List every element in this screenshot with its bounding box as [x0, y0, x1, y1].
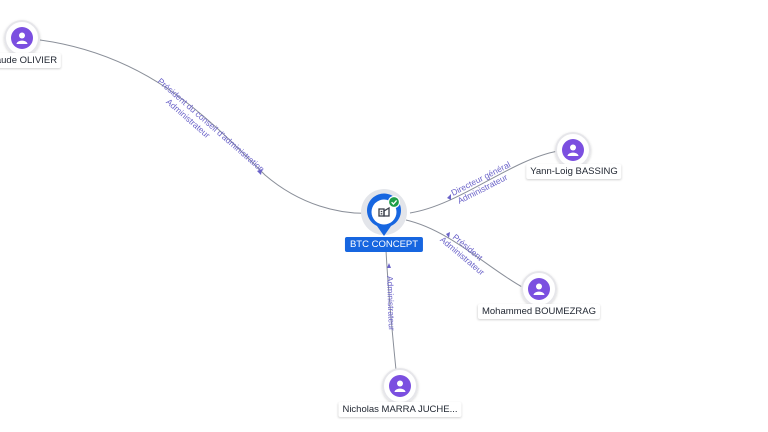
edge-arrows	[257, 169, 451, 268]
person-name-label-nicholas-marra[interactable]: Nicholas MARRA JUCHE...	[338, 402, 462, 417]
person-node-yann-loig-bassing[interactable]	[555, 132, 591, 168]
relation-label-claude-olivier: Président du conseil d'administration Ad…	[156, 76, 267, 174]
arrow-yann-loig-bassing	[447, 194, 451, 200]
verified-check-icon	[387, 195, 401, 209]
person-name-label-mohammed-boumezrag[interactable]: Mohammed BOUMEZRAG	[477, 304, 601, 319]
svg-text:Président du conseil d'adminis: Président du conseil d'administration	[156, 76, 267, 174]
person-icon	[533, 283, 545, 295]
company-node[interactable]	[361, 189, 407, 236]
person-icon	[567, 144, 579, 156]
person-node-nicholas-marra[interactable]	[382, 368, 418, 404]
svg-text:Administrateur: Administrateur	[385, 276, 397, 331]
edge-mohammed-boumezrag[interactable]	[405, 219, 525, 289]
arrow-claude-olivier	[257, 169, 262, 175]
relation-label-yann-loig-bassing: Directeur général Administrateur	[449, 159, 512, 206]
relation-label-nicholas-marra: Administrateur	[385, 276, 397, 331]
edge-claude-olivier[interactable]	[39, 39, 373, 214]
arrow-nicholas-marra	[387, 263, 391, 268]
relation-labels: Président du conseil d'administration Ad…	[156, 76, 512, 331]
building-icon	[378, 206, 390, 217]
person-node-claude-olivier[interactable]	[4, 20, 40, 56]
edges	[39, 39, 559, 371]
edge-yann-loig-bassing[interactable]	[409, 150, 559, 214]
person-node-mohammed-boumezrag[interactable]	[521, 271, 557, 307]
person-name-label-claude-olivier[interactable]: Claude OLIVIER	[0, 53, 62, 68]
edge-nicholas-marra[interactable]	[385, 249, 397, 371]
company-name-label[interactable]: BTC CONCEPT	[344, 237, 424, 252]
person-name-label-yann-loig-bassing[interactable]: Yann-Loig BASSING	[526, 164, 622, 179]
arrow-mohammed-boumezrag	[446, 232, 450, 238]
person-icon	[16, 32, 28, 44]
person-icon	[394, 380, 406, 392]
